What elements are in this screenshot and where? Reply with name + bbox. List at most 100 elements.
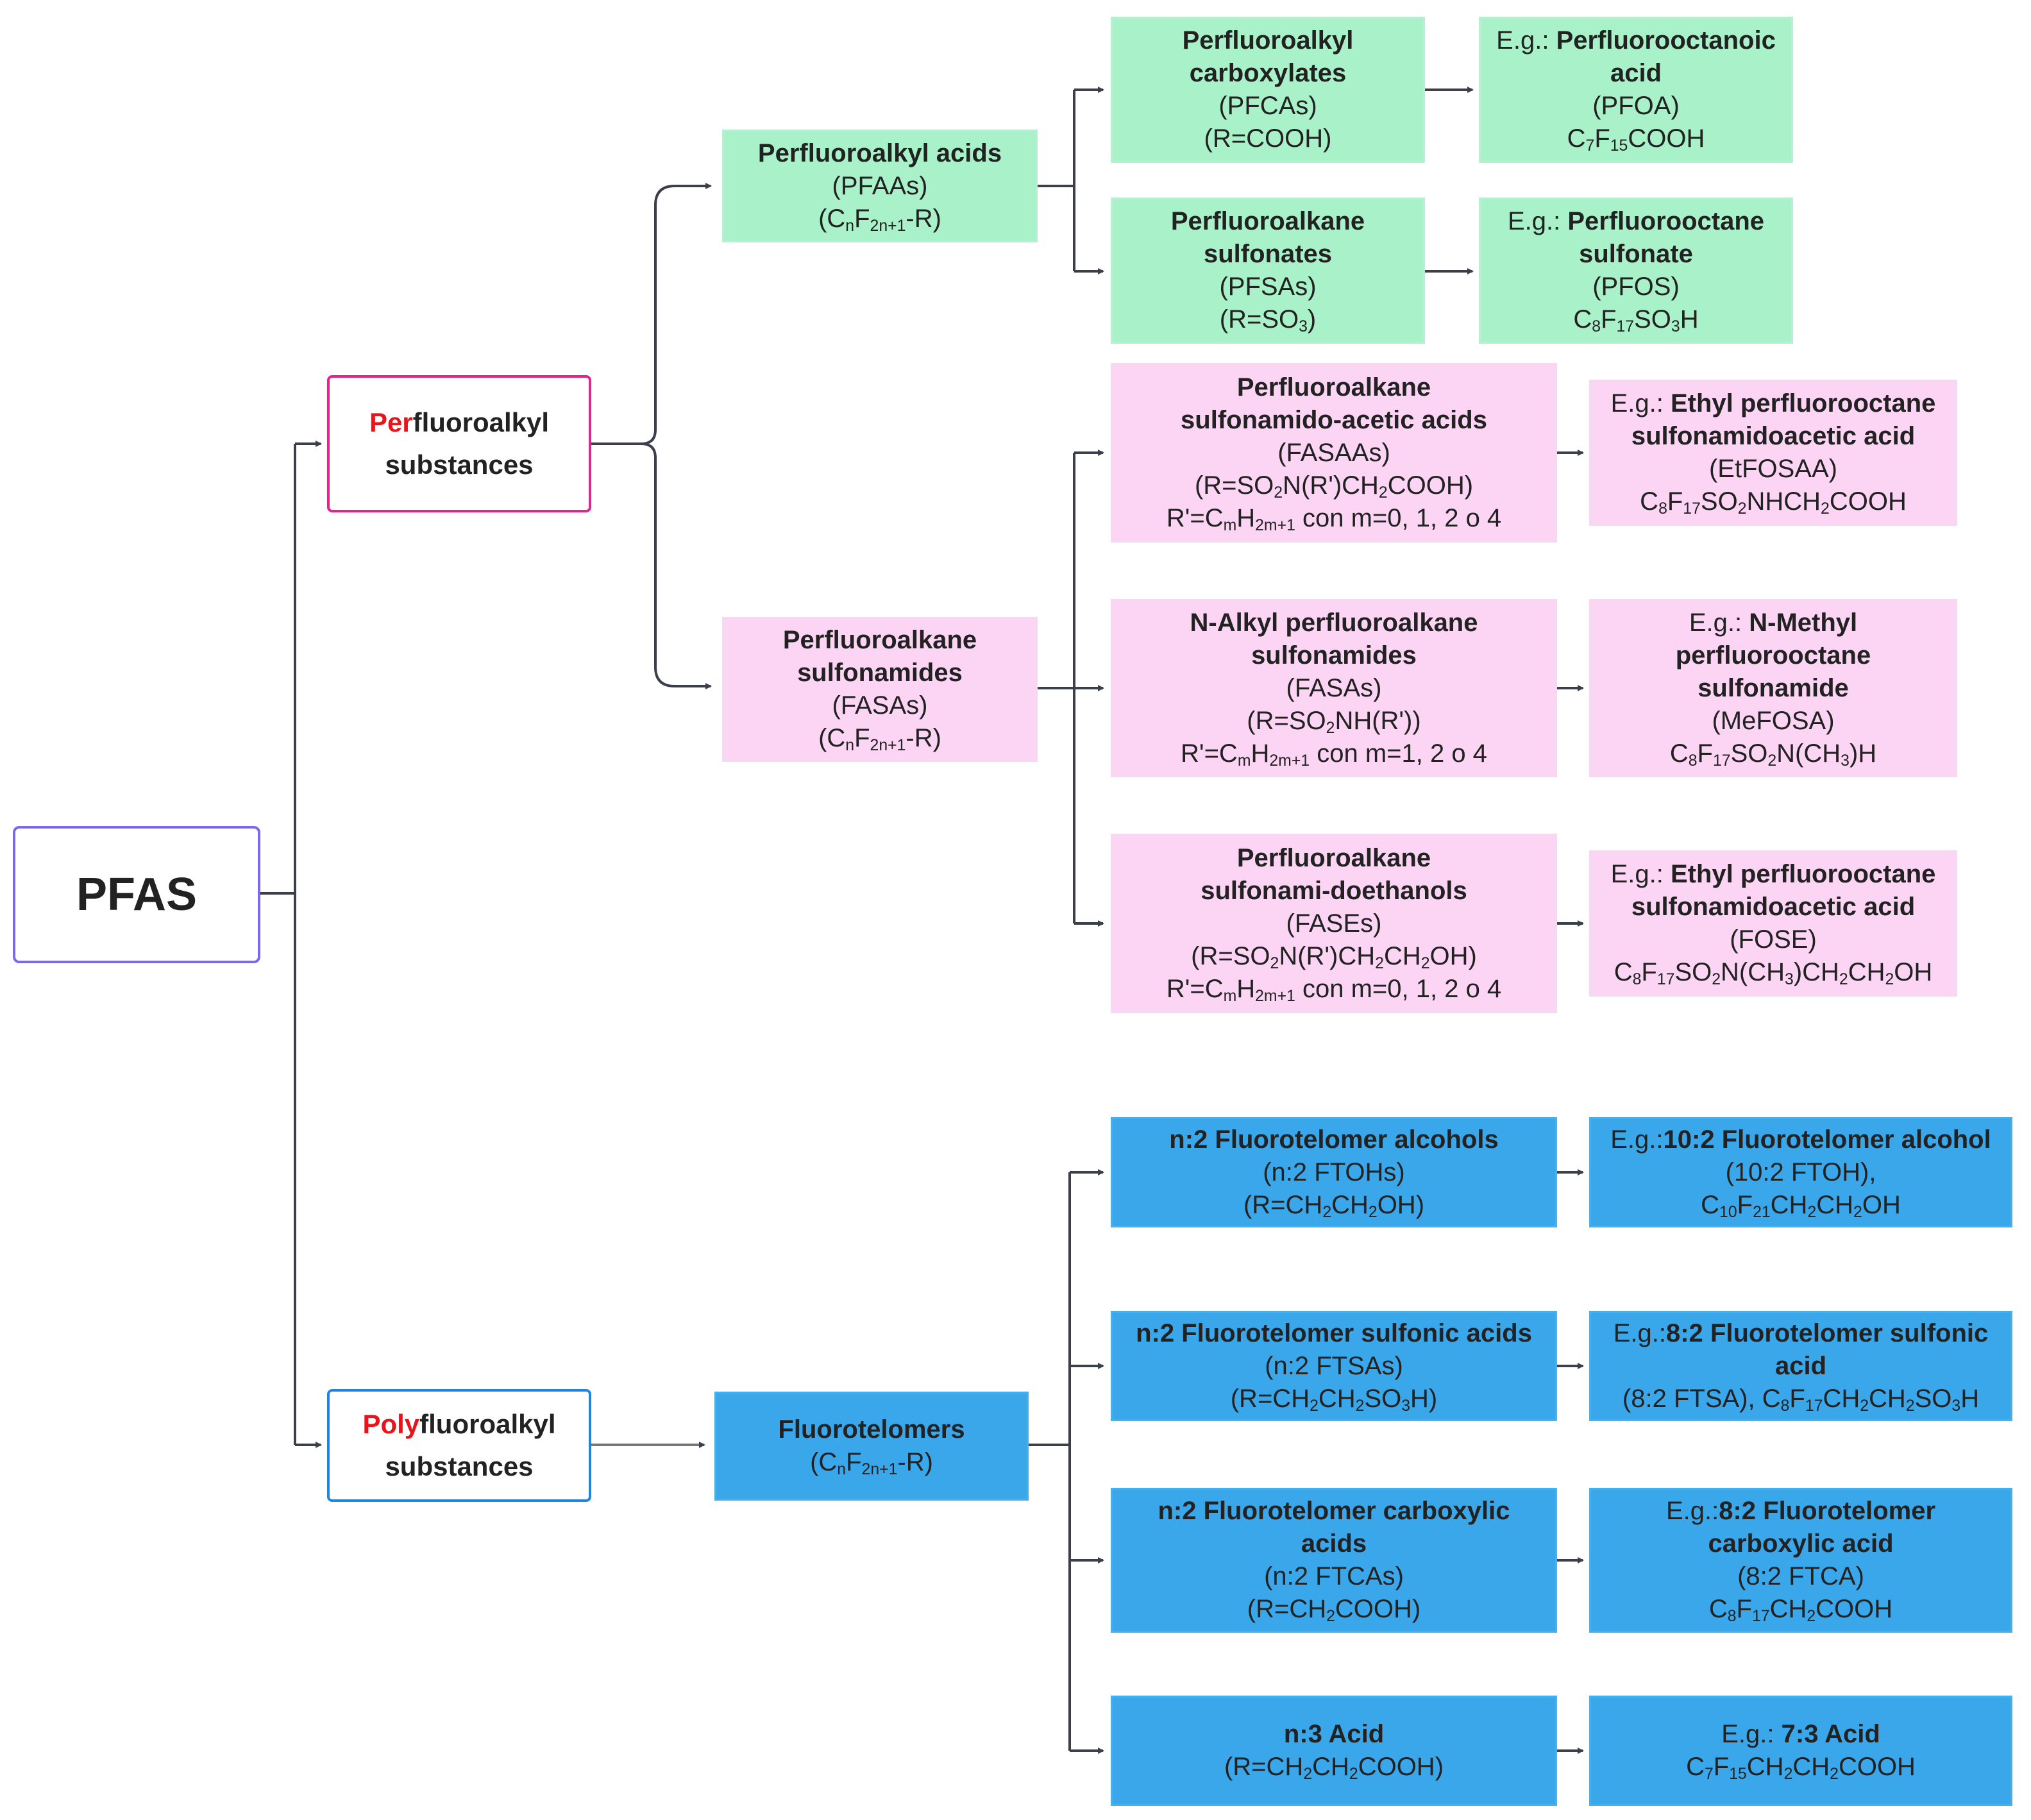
pfos-node: E.g.: Perfluorooctane sulfonate (PFOS) C… xyxy=(1479,198,1793,344)
etfosaa-line1: E.g.: Ethyl perfluorooctane xyxy=(1611,387,1936,420)
ftsas-title: n:2 Fluorotelomer sulfonic acids xyxy=(1136,1319,1532,1347)
ftsas-formula: (R=CH2CH2SO3H) xyxy=(1230,1384,1438,1415)
ftsa-name2: acid xyxy=(1774,1351,1827,1380)
etfosaa-abbr: (EtFOSAA) xyxy=(1708,455,1838,483)
fasaas-formula: (R=SO2N(R')CH2COOH) xyxy=(1194,471,1474,501)
ftsa-line1: E.g.:8:2 Fluorotelomer sulfonic xyxy=(1614,1317,1989,1350)
acid73-example-node: E.g.: 7:3 Acid C7F15CH2CH2COOH xyxy=(1589,1696,2012,1806)
pfas-root-label: PFAS xyxy=(76,868,198,920)
pfcas-abbr: (PFCAs) xyxy=(1218,92,1317,120)
fasaas-node: Perfluoroalkane sulfonamido-acetic acids… xyxy=(1111,363,1557,543)
pfsas-abbr: (PFSAs) xyxy=(1219,273,1317,301)
pfcas-node: Perfluoroalkyl carboxylates (PFCAs) (R=C… xyxy=(1111,17,1425,163)
pfos-line1: E.g.: Perfluorooctane xyxy=(1508,205,1764,238)
ftcas-title: n:2 Fluorotelomer carboxylic acids xyxy=(1158,1497,1510,1558)
fose-node: E.g.: Ethyl perfluorooctane sulfonamidoa… xyxy=(1589,850,1957,997)
poly-prefix: Poly xyxy=(362,1409,420,1439)
polyfluoroalkyl-line2: substances xyxy=(385,1451,534,1481)
perfluoroalkyl-line1: Perfluoroalkyl xyxy=(369,401,549,444)
edge-per-trunk xyxy=(591,183,712,445)
fluorotelomers-node: Fluorotelomers (CnF2n+1-R) xyxy=(714,1392,1029,1501)
pfoa-name2: acid xyxy=(1610,59,1662,87)
ftohs-title: n:2 Fluorotelomer alcohols xyxy=(1169,1125,1499,1154)
ftsa-example-node: E.g.:8:2 Fluorotelomer sulfonic acid (8:… xyxy=(1589,1311,2012,1421)
per-prefix: Per xyxy=(369,407,413,437)
fasas-group-formula: (CnF2n+1-R) xyxy=(818,724,941,755)
ftcas-formula: (R=CH2COOH) xyxy=(1247,1595,1421,1626)
ftoh-example-node: E.g.:10:2 Fluorotelomer alcohol (10:2 FT… xyxy=(1589,1117,2012,1227)
edge-per-to-fasas xyxy=(641,442,712,689)
fasas-group-title: Perfluoroalkane sulfonamides xyxy=(782,626,977,687)
n3acid-formula: (R=CH2CH2COOH) xyxy=(1224,1753,1444,1783)
edge-fasas-trunk xyxy=(1038,453,1075,923)
acid73-line1: E.g.: 7:3 Acid xyxy=(1721,1718,1880,1751)
pfoa-eg: E.g.: xyxy=(1496,26,1556,55)
n3-acid-node: n:3 Acid (R=CH2CH2COOH) xyxy=(1111,1696,1557,1806)
pfcas-title: Perfluoroalkyl carboxylates xyxy=(1182,26,1354,87)
pfaas-formula: (CnF2n+1-R) xyxy=(818,204,941,235)
mefosa-formula: C8F17SO2N(CH3)H xyxy=(1669,739,1877,770)
ftohs-node: n:2 Fluorotelomer alcohols (n:2 FTOHs) (… xyxy=(1111,1117,1557,1227)
edge-pfas-trunk xyxy=(259,444,296,1445)
ftsas-node: n:2 Fluorotelomer sulfonic acids (n:2 FT… xyxy=(1111,1311,1557,1421)
pfos-name: Perfluorooctane xyxy=(1567,207,1765,235)
fose-formula: C8F17SO2N(CH3)CH2CH2OH xyxy=(1614,958,1933,989)
fases-title: Perfluoroalkane sulfonami-doethanols xyxy=(1201,843,1467,905)
edge-fluorotelomers-trunk xyxy=(1029,1172,1071,1751)
polyfluoroalkyl-line1: Polyfluoroalkyl xyxy=(362,1403,555,1445)
fasaas-abbr: (FASAAs) xyxy=(1277,438,1390,467)
perfluoroalkyl-line2: substances xyxy=(385,450,534,480)
pfoa-formula: C7F15COOH xyxy=(1567,124,1705,155)
ftoh-eg: E.g.: xyxy=(1610,1125,1664,1154)
pfos-abbr: (PFOS) xyxy=(1592,273,1680,301)
fose-name2: sulfonamidoacetic acid xyxy=(1631,893,1916,921)
fases-rprime: R'=CmH2m+1 con m=0, 1, 2 o 4 xyxy=(1166,974,1502,1005)
etfosaa-formula: C8F17SO2NHCH2COOH xyxy=(1640,487,1907,518)
ftsa-name: 8:2 Fluorotelomer sulfonic xyxy=(1665,1319,1989,1347)
ftoh-abbr: (10:2 FTOH), xyxy=(1725,1158,1876,1186)
mefosa-abbr: (MeFOSA) xyxy=(1712,706,1835,735)
acid73-name: 7:3 Acid xyxy=(1781,1720,1880,1748)
nalkyl-rprime: R'=CmH2m+1 con m=1, 2 o 4 xyxy=(1181,739,1487,770)
acid73-eg: E.g.: xyxy=(1721,1720,1782,1748)
fose-name: Ethyl perfluorooctane xyxy=(1671,860,1936,888)
ftoh-name: 10:2 Fluorotelomer alcohol xyxy=(1663,1125,1991,1154)
nalkyl-abbr: (FASAs) xyxy=(1286,673,1382,702)
pfoa-abbr: (PFOA) xyxy=(1592,92,1680,120)
ftsa-eg: E.g.: xyxy=(1613,1319,1666,1347)
ftsas-abbr: (n:2 FTSAs) xyxy=(1265,1351,1403,1380)
mefosa-name2: perfluorooctane sulfonamide xyxy=(1675,641,1871,702)
pfoa-line1: E.g.: Perfluorooctanoic xyxy=(1496,24,1776,57)
nalkyl-fasas-node: N-Alkyl perfluoroalkane sulfonamides (FA… xyxy=(1111,599,1557,777)
ftoh-formula: C10F21CH2CH2OH xyxy=(1701,1190,1901,1221)
edge-pfaas-trunk xyxy=(1038,90,1075,271)
ftca-example-node: E.g.:8:2 Fluorotelomer carboxylic acid (… xyxy=(1589,1488,2012,1633)
nalkyl-formula: (R=SO2NH(R')) xyxy=(1247,706,1421,737)
fluorotelomers-formula: (CnF2n+1-R) xyxy=(810,1448,933,1479)
etfosaa-node: E.g.: Ethyl perfluorooctane sulfonamidoa… xyxy=(1589,380,1957,526)
poly-rest: fluoroalkyl xyxy=(419,1409,556,1439)
polyfluoroalkyl-substances-node: Polyfluoroalkyl substances xyxy=(327,1389,591,1502)
ftohs-formula: (R=CH2CH2OH) xyxy=(1243,1190,1425,1221)
ftca-line1: E.g.:8:2 Fluorotelomer xyxy=(1666,1495,1935,1528)
ftca-eg: E.g.: xyxy=(1665,1497,1719,1525)
ftoh-line1: E.g.:10:2 Fluorotelomer alcohol xyxy=(1610,1124,1991,1156)
ftca-name: 8:2 Fluorotelomer xyxy=(1719,1497,1936,1525)
fases-abbr: (FASEs) xyxy=(1286,909,1382,938)
pfsas-formula: (R=SO3) xyxy=(1219,305,1317,336)
fose-abbr: (FOSE) xyxy=(1730,925,1817,954)
fose-line1: E.g.: Ethyl perfluorooctane xyxy=(1611,858,1936,891)
fases-node: Perfluoroalkane sulfonami-doethanols (FA… xyxy=(1111,834,1557,1013)
nalkyl-title: N-Alkyl perfluoroalkane sulfonamides xyxy=(1190,608,1478,670)
mefosa-eg: E.g.: xyxy=(1689,608,1749,637)
ftca-abbr: (8:2 FTCA) xyxy=(1737,1562,1864,1590)
pfaas-node: Perfluoroalkyl acids (PFAAs) (CnF2n+1-R) xyxy=(722,130,1038,242)
pfoa-node: E.g.: Perfluorooctanoic acid (PFOA) C7F1… xyxy=(1479,17,1793,163)
etfosaa-name: Ethyl perfluorooctane xyxy=(1671,389,1936,417)
fasas-group-abbr: (FASAs) xyxy=(832,691,928,720)
mefosa-line1: E.g.: N-Methyl xyxy=(1689,607,1857,639)
mefosa-node: E.g.: N-Methyl perfluorooctane sulfonami… xyxy=(1589,599,1957,777)
ftohs-abbr: (n:2 FTOHs) xyxy=(1263,1158,1405,1186)
pfcas-formula: (R=COOH) xyxy=(1204,124,1332,153)
